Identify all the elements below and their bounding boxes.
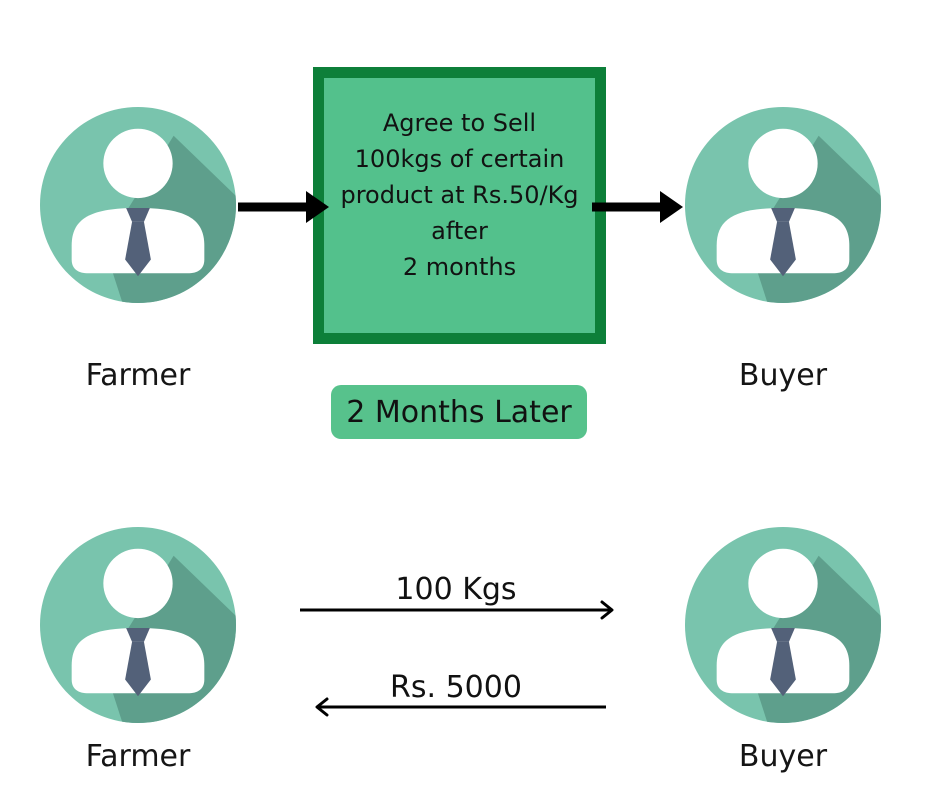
agreement-line: after <box>431 216 488 245</box>
agreement-to-buyer-arrow <box>592 191 683 223</box>
farmer-label-bottom: Farmer <box>85 739 191 774</box>
farmer-avatar-bottom <box>39 526 237 724</box>
agreement-box: Agree to Sell 100kgs of certain product … <box>313 67 606 344</box>
person-avatar-icon <box>39 526 237 724</box>
agreement-line: Agree to Sell <box>382 108 537 137</box>
buyer-avatar-bottom <box>684 526 882 724</box>
agreement-line: 2 months <box>402 252 517 281</box>
payment-arrow <box>315 697 606 717</box>
goods-arrow <box>300 600 614 620</box>
payment-label: Rs. 5000 <box>390 670 522 705</box>
goods-label: 100 Kgs <box>395 572 517 607</box>
person-avatar-icon <box>684 526 882 724</box>
farmer-label-top: Farmer <box>85 358 191 393</box>
agreement-line: product at Rs.50/Kg <box>340 180 579 209</box>
farmer-to-agreement-arrow <box>238 191 329 223</box>
buyer-label-top: Buyer <box>738 358 828 393</box>
time-elapsed-badge: 2 Months Later <box>331 385 587 439</box>
agreement-line: 100kgs of certain <box>354 144 565 173</box>
buyer-label-bottom: Buyer <box>738 739 828 774</box>
